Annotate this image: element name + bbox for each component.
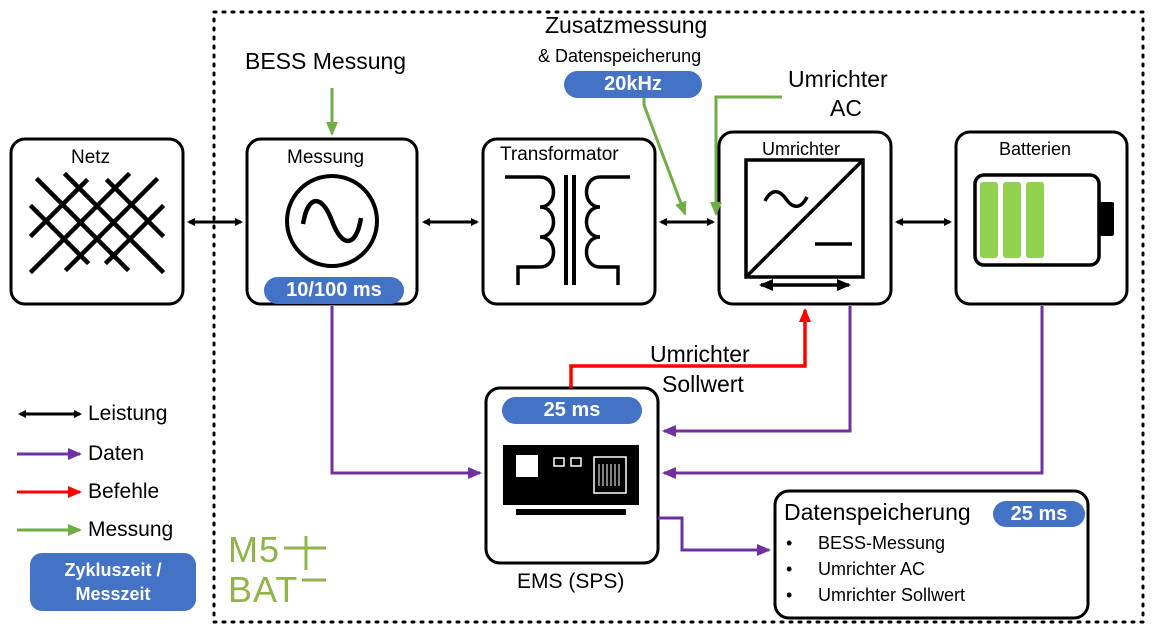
bess-messung-label: BESS Messung [245, 48, 407, 74]
m5bat-logo-mark [284, 536, 326, 582]
zusatz-timing-badge: 20kHz [564, 71, 702, 98]
datenspeicherung-list: BESS-Messung Umrichter AC Umrichter Soll… [774, 530, 965, 608]
batterien-title: Batterien [999, 139, 1072, 159]
zusatzmessung-label: Zusatzmessung [545, 12, 708, 38]
transformer-icon [505, 175, 630, 285]
legend-badge: Zykluszeit / Messzeit [30, 553, 196, 611]
umrichter-ac-label-line1: Umrichter [788, 66, 888, 92]
datenspeicherung-annotation: & Datenspeicherung [538, 46, 702, 66]
battery-icon [973, 173, 1114, 267]
transformator-block [481, 137, 657, 306]
list-item: Umrichter Sollwert [774, 582, 965, 608]
legend-badge-line1: Zykluszeit / [64, 560, 162, 580]
ems-title: EMS (SPS) [517, 570, 625, 593]
datenspeicherung-timing-badge: 25 ms [993, 501, 1085, 527]
legend-badge-line2: Messzeit [75, 584, 151, 604]
legend-daten: Daten [88, 442, 145, 465]
legend-leistung: Leistung [88, 402, 168, 425]
netz-title: Netz [71, 147, 111, 168]
sollwert-label-line1: Umrichter [650, 341, 750, 367]
legend-messung: Messung [88, 518, 174, 541]
sollwert-label-line2: Sollwert [662, 371, 744, 397]
plc-device-icon [503, 445, 639, 515]
system-boundary [212, 10, 1145, 624]
list-item: BESS-Messung [774, 530, 965, 556]
command-arrow [569, 308, 811, 388]
logo-line2: BAT [228, 569, 299, 610]
umrichter-title: Umrichter [762, 139, 841, 159]
logo-line1: M5 [228, 529, 281, 570]
legend-befehle: Befehle [88, 480, 160, 503]
datenspeicherung-title: Datenspeicherung [784, 499, 971, 525]
data-arrows [330, 306, 1044, 556]
ems-timing-badge: 25 ms [502, 397, 642, 424]
legend-arrows [17, 410, 82, 536]
transformator-title: Transformator [500, 144, 619, 165]
list-item: Umrichter AC [774, 556, 965, 582]
grid-icon [28, 171, 166, 275]
umrichter-ac-label-line2: AC [830, 95, 862, 121]
messung-timing-badge: 10/100 ms [264, 277, 404, 304]
inverter-icon [744, 158, 865, 291]
messung-title: Messung [287, 147, 365, 168]
netz-block [9, 137, 185, 306]
ac-sine-icon [285, 174, 379, 268]
